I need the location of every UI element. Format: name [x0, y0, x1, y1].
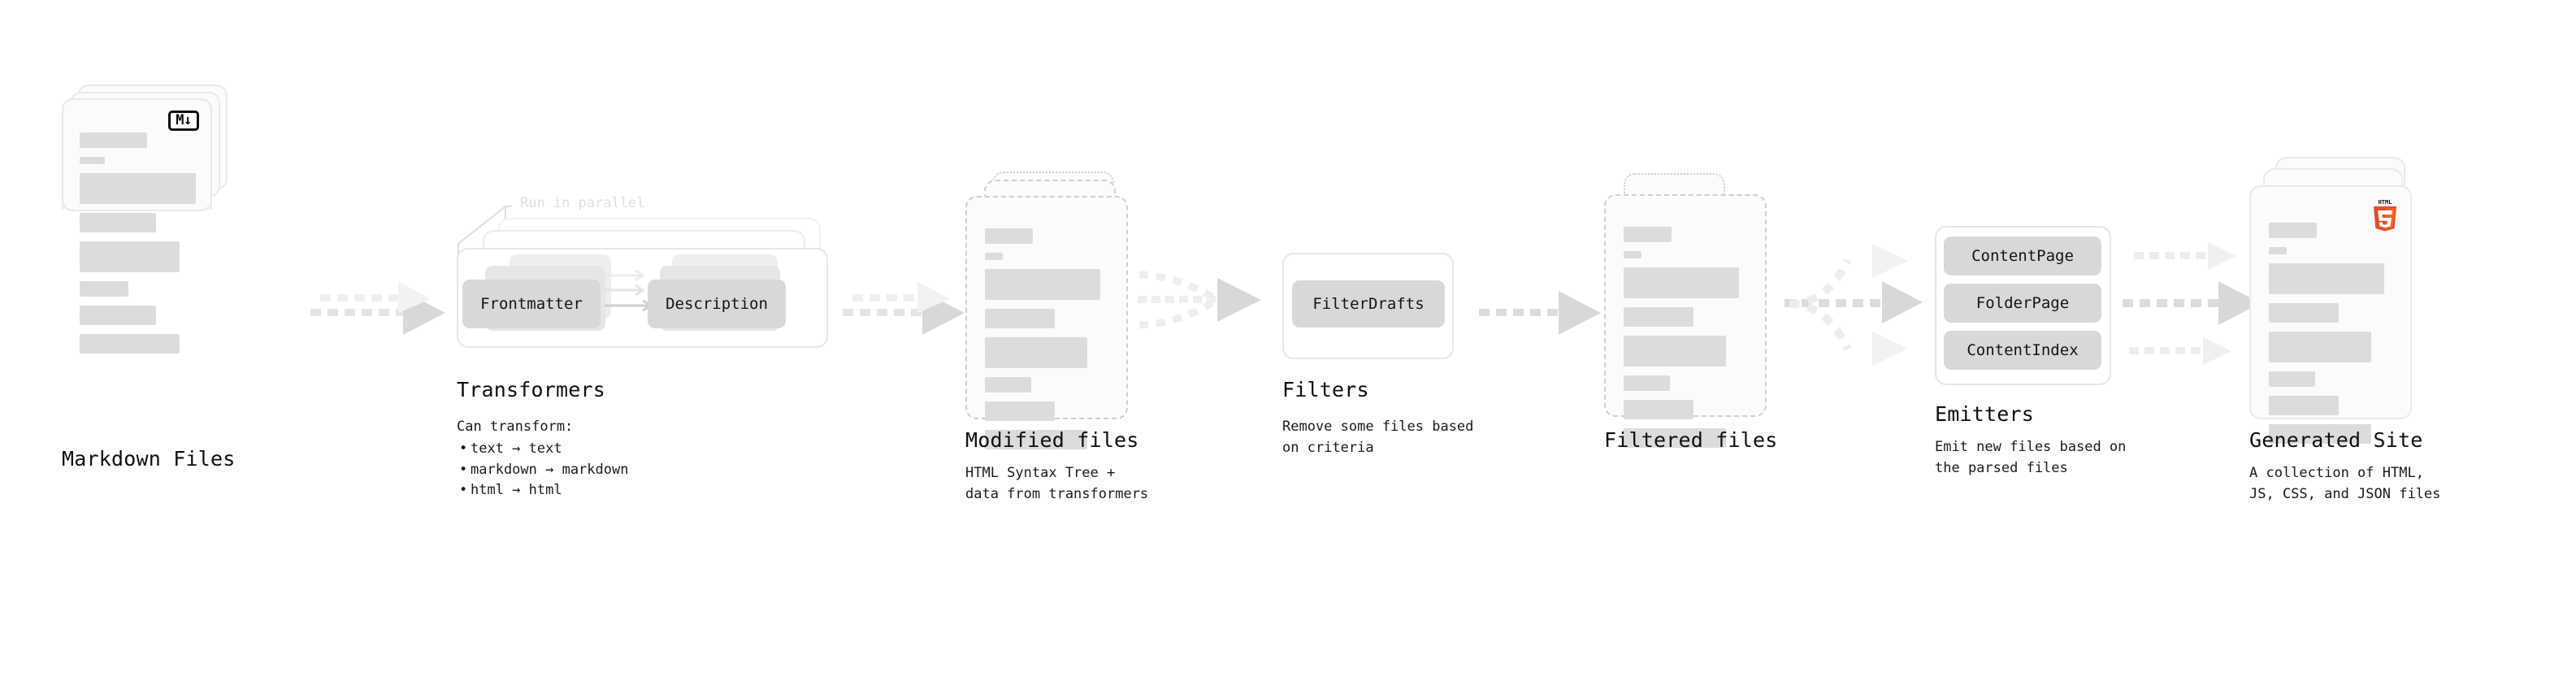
filtered-doc-lines: [1624, 227, 1749, 457]
generated-site-subtitle: A collection of HTML, JS, CSS, and JSON …: [2249, 465, 2441, 502]
transformer-internal-arrows: [605, 269, 653, 312]
emitters-title: Emitters: [1935, 402, 2035, 426]
filtered-files-document[interactable]: [1604, 194, 1767, 448]
line-sub: [985, 253, 1003, 260]
transformers-bullet: html → html: [459, 480, 628, 501]
line-para: [985, 430, 1088, 449]
line-para: [985, 309, 1056, 328]
line-para: [80, 334, 180, 354]
transformer-chip-frontmatter[interactable]: Frontmatter: [462, 280, 601, 328]
filters-subtitle: Remove some files based on criteria: [1282, 419, 1474, 456]
line-sub: [1624, 251, 1641, 258]
markdown-badge: M↓: [168, 111, 199, 131]
line-sub: [80, 157, 106, 164]
site-doc-lines: [2269, 223, 2394, 453]
line-para: [1624, 267, 1739, 298]
run-in-parallel-label: Run in parallel: [520, 195, 645, 211]
line-para: [80, 306, 157, 325]
filter-chip-filterdrafts[interactable]: FilterDrafts: [1292, 280, 1445, 327]
emitter-chip-contentpage[interactable]: ContentPage: [1944, 236, 2101, 275]
line-para: [2269, 263, 2384, 294]
line-para: [2269, 371, 2315, 387]
emitter-chip-contentindex[interactable]: ContentIndex: [1944, 331, 2101, 370]
transformer-chip-description[interactable]: Description: [648, 280, 786, 328]
arrow-modified-to-filters: [1138, 271, 1261, 329]
line-para: [80, 241, 180, 272]
line-para: [80, 173, 196, 204]
modified-files-document[interactable]: [965, 196, 1128, 449]
transformers-bullet: markdown → markdown: [459, 460, 629, 481]
line-para: [1624, 428, 1727, 448]
line-para: [1624, 336, 1727, 367]
line-para: [2269, 303, 2340, 323]
line-para: [985, 377, 1031, 393]
line-heading: [2269, 223, 2317, 238]
modified-files-title: Modified files: [965, 428, 1139, 452]
html5-badge: HTML: [2371, 197, 2399, 232]
line-heading: [985, 228, 1033, 244]
filtered-files-title: Filtered files: [1604, 428, 1778, 452]
transformers-title: Transformers: [457, 378, 606, 401]
modified-files-subtitle: HTML Syntax Tree + data from transformer…: [965, 465, 1149, 502]
arrow-filters-to-filtered: [1479, 291, 1601, 335]
markdown-doc-lines: [80, 132, 196, 362]
generated-site-document[interactable]: HTML: [2249, 185, 2412, 444]
arrow-markdown-to-transformers: [310, 281, 445, 335]
filters-title: Filters: [1282, 378, 1369, 401]
line-para: [2269, 424, 2372, 444]
emitter-chip-folderpage[interactable]: FolderPage: [1944, 284, 2101, 323]
line-heading: [80, 132, 147, 148]
modified-doc-lines: [985, 228, 1110, 458]
transformers-bullets: Can transform: text → text markdown → ma…: [457, 417, 628, 501]
line-para: [1624, 400, 1694, 419]
markdown-doc-content: [62, 98, 212, 354]
line-para: [80, 213, 157, 232]
line-para: [1624, 307, 1694, 327]
arrow-filtered-to-emitters: [1785, 244, 1923, 366]
line-sub: [2269, 247, 2287, 254]
emitters-subtitle: Emit new files based on the parsed files: [1935, 439, 2127, 476]
svg-text:HTML: HTML: [2379, 199, 2392, 206]
generated-site-title: Generated Site: [2249, 428, 2423, 452]
arrow-emitters-to-site: [2123, 242, 2261, 365]
line-para: [80, 281, 129, 297]
arrow-transformers-to-modified: [843, 281, 965, 335]
line-para: [1624, 375, 1670, 391]
markdown-files-title: Markdown Files: [62, 447, 236, 471]
line-para: [2269, 396, 2340, 415]
line-para: [985, 401, 1056, 421]
line-heading: [1624, 227, 1672, 242]
transformers-lead: Can transform:: [457, 419, 574, 435]
transformers-bullet: text → text: [459, 439, 628, 460]
line-para: [985, 337, 1088, 368]
line-para: [985, 269, 1100, 300]
line-para: [2269, 332, 2372, 362]
